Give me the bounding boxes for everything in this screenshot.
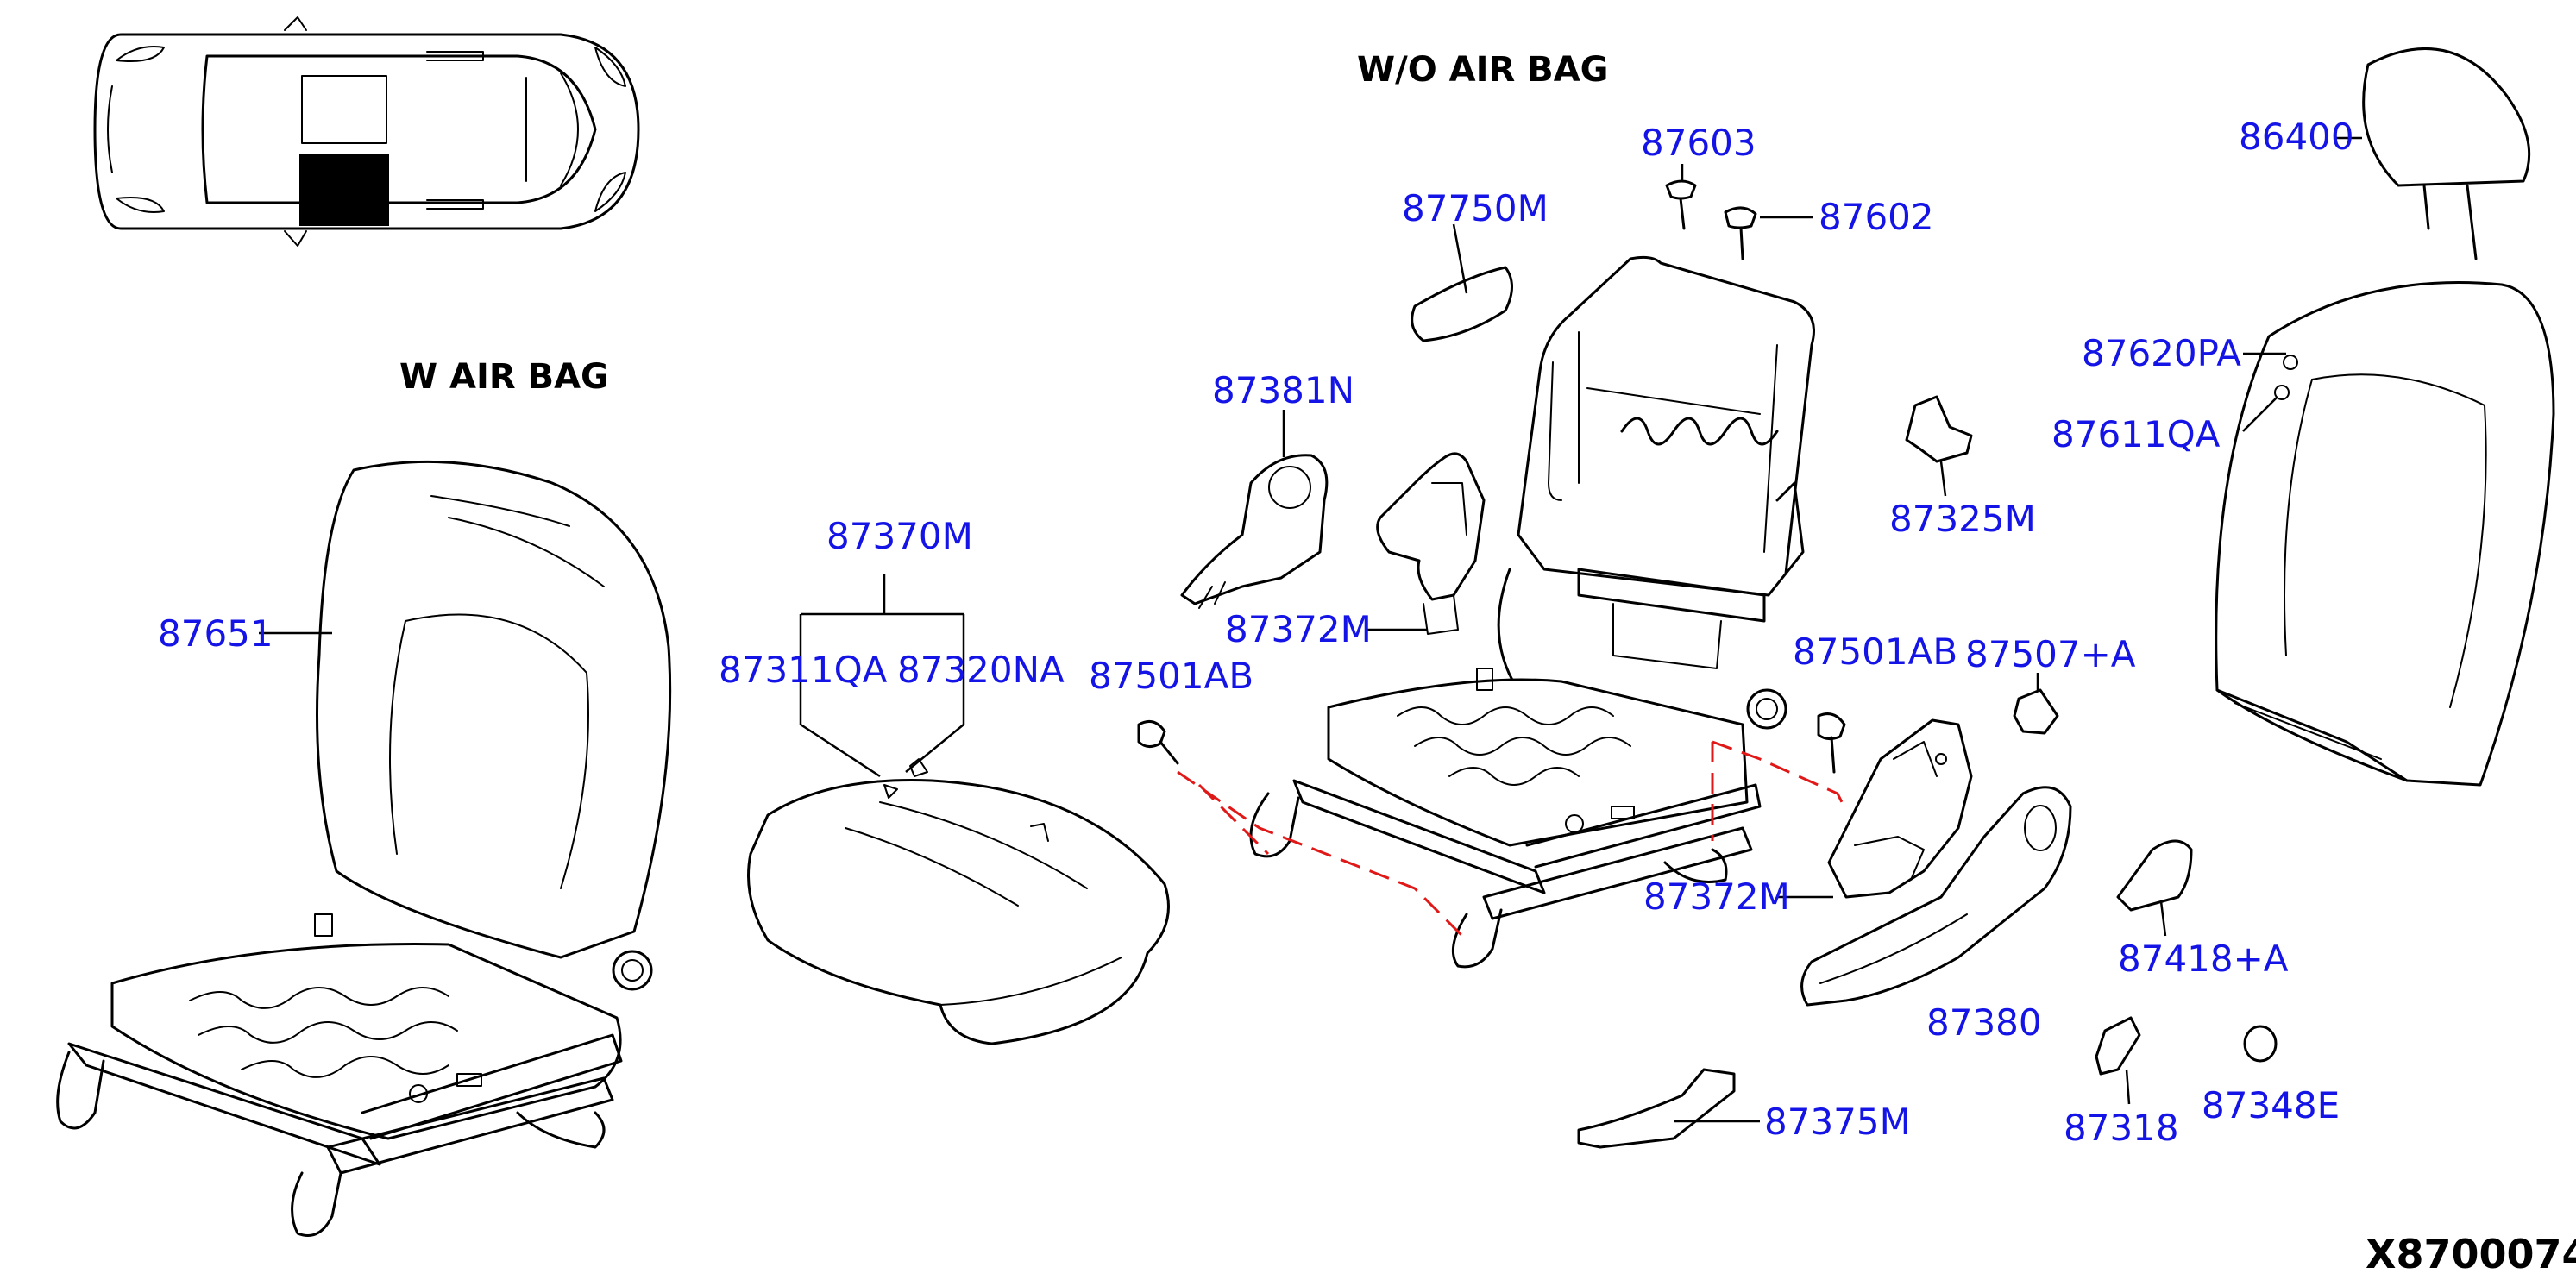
headrest: [2362, 47, 2531, 260]
label-86400: 86400: [2239, 116, 2354, 158]
label-87418a: 87418+A: [2118, 938, 2289, 980]
label-87651: 87651: [158, 612, 273, 655]
label-87348e: 87348E: [2202, 1084, 2340, 1126]
cap-87348e: [2243, 1025, 2278, 1063]
label-87320na: 87320NA: [897, 649, 1065, 691]
recliner-87372m-lower: [1827, 718, 1973, 899]
seat-frame: [1249, 255, 1815, 969]
label-87501ab-left: 87501AB: [1089, 655, 1253, 697]
label-87507a: 87507+A: [1965, 633, 2136, 675]
side-cover-87380: [1800, 786, 2072, 1007]
label-87620pa: 87620PA: [2082, 332, 2241, 374]
label-87372m-upper: 87372M: [1225, 608, 1372, 650]
hinge-cover-87381n: [1180, 454, 1329, 609]
bolt-87501ab-right: [1817, 712, 1846, 774]
bolt-87501ab-left: [1137, 719, 1179, 765]
reference-dashed-lines: [1177, 740, 1848, 942]
diagram-code: X8700074: [2366, 1231, 2576, 1277]
label-87611qa: 87611QA: [2051, 413, 2221, 455]
vehicle-locator-illustration: [93, 16, 640, 247]
label-87750m: 87750M: [1402, 187, 1549, 229]
seat-cushion: [747, 758, 1170, 1045]
label-87372m-lower: 87372M: [1643, 875, 1790, 918]
cover-87750m: [1411, 266, 1513, 342]
label-87501ab-right: 87501AB: [1793, 631, 1957, 673]
seat-assembly-with-airbag: [56, 460, 672, 1237]
bolt-87603: [1665, 179, 1697, 230]
label-87380: 87380: [1926, 1001, 2042, 1044]
bolt-87602: [1724, 206, 1757, 260]
bracket-87372m-upper: [1376, 452, 1486, 635]
label-87381n: 87381N: [1212, 369, 1354, 411]
handle-87418a: [2116, 839, 2193, 912]
knob-87507a: [2013, 688, 2059, 735]
heading-without-airbag: W/O AIR BAG: [1357, 50, 1609, 90]
cap-87318: [2095, 1016, 2141, 1076]
label-87311qa: 87311QA: [719, 649, 888, 691]
trim-87375m: [1577, 1068, 1736, 1149]
label-87603: 87603: [1641, 122, 1756, 164]
label-87318: 87318: [2064, 1107, 2179, 1149]
label-87602: 87602: [1819, 196, 1934, 238]
seat-back-trim: [2215, 281, 2555, 787]
label-87370m: 87370M: [826, 515, 973, 557]
heading-with-airbag: W AIR BAG: [399, 357, 609, 397]
clip-87325m: [1905, 395, 1973, 463]
label-87325m: 87325M: [1889, 498, 2036, 540]
label-87375m: 87375M: [1764, 1101, 1911, 1143]
